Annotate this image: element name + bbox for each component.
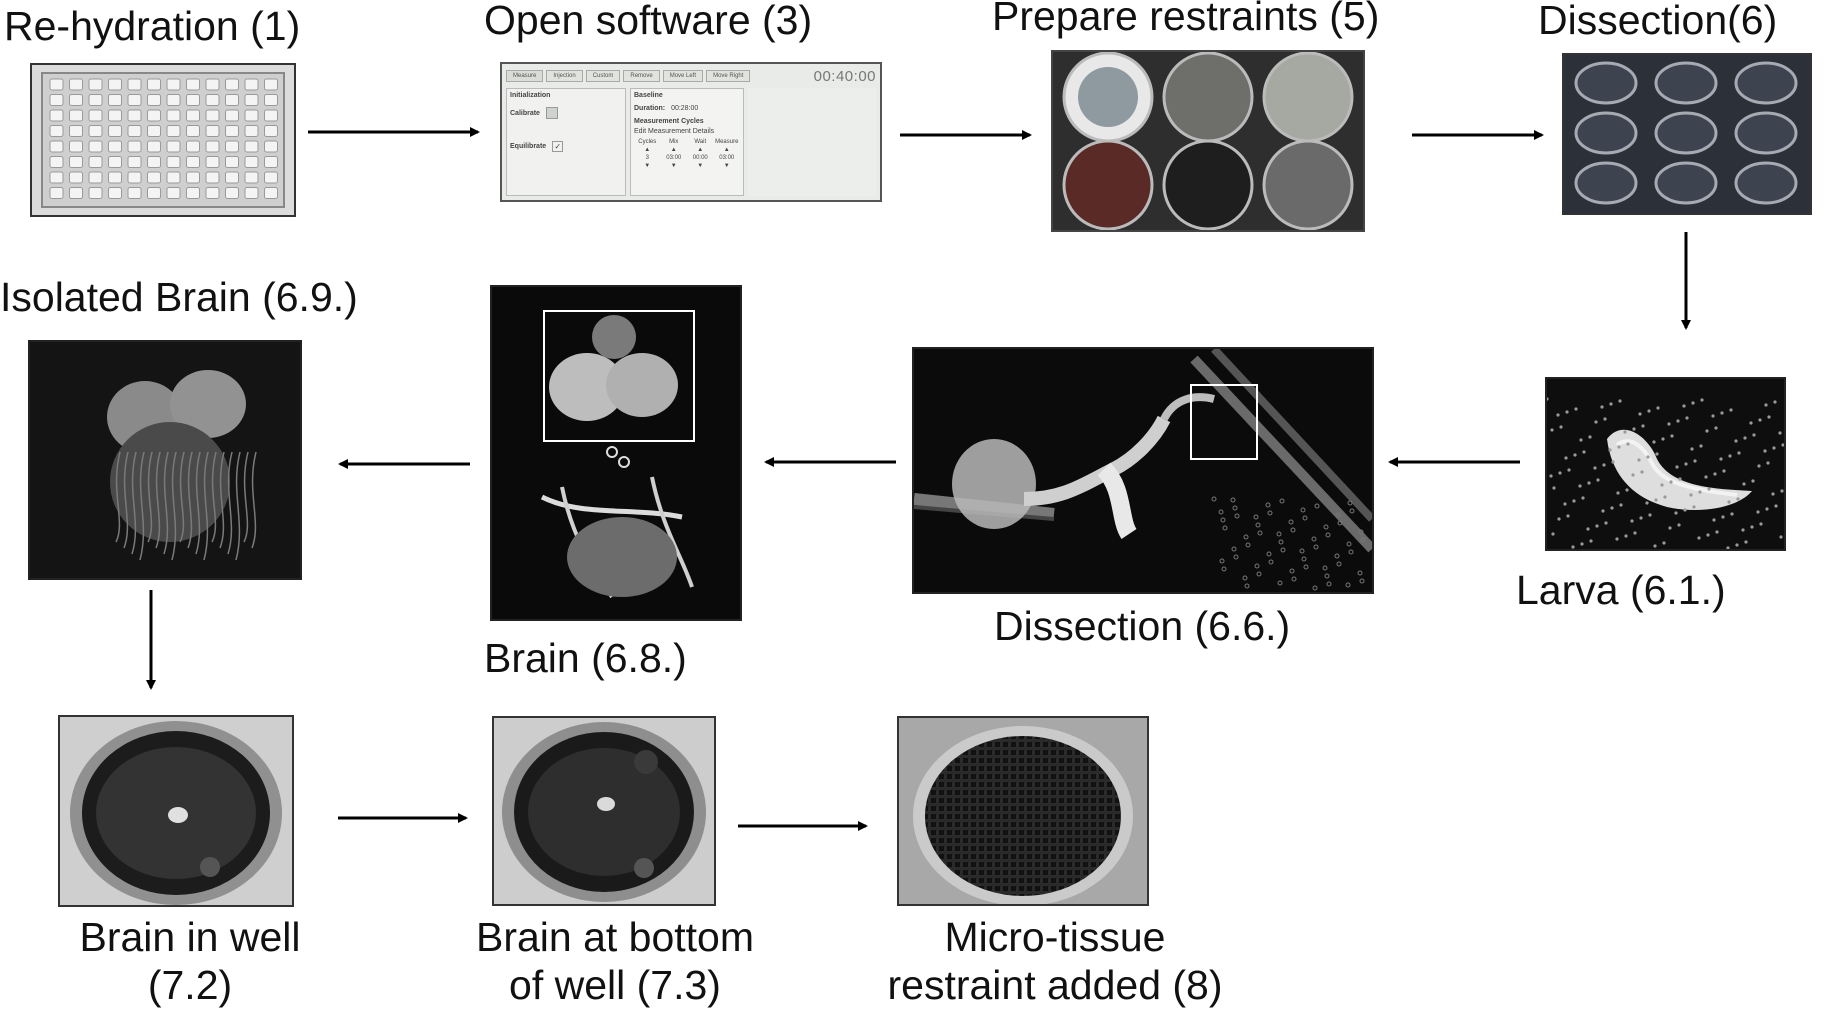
photo-larva — [1545, 377, 1786, 551]
software-duration-label: Duration: — [634, 105, 666, 112]
cycle-header: Measure — [715, 139, 739, 145]
photo-96-well-plate — [30, 63, 296, 217]
cycle-value: 03:00 — [666, 155, 682, 161]
step-label-open-software: Open software (3) — [484, 0, 813, 43]
equilibrate-checkbox[interactable]: ✓ — [552, 141, 564, 152]
cycle-down-button[interactable]: ▼ — [697, 163, 704, 169]
software-tab[interactable]: Measure — [506, 70, 544, 82]
cycle-header: Cycles — [638, 139, 657, 145]
step-label-dissection-6: Dissection(6) — [1538, 0, 1778, 43]
software-baseline: Baseline — [634, 92, 663, 99]
cycle-down-button[interactable]: ▼ — [670, 163, 677, 169]
software-tab[interactable]: Move Left — [662, 70, 704, 82]
step-label-larva: Larva (6.1.) — [1516, 567, 1726, 613]
cycle-header: Wait — [694, 139, 707, 145]
software-cycle-grid: Cycles Mix Wait Measure ▲ ▲ ▲ ▲ 3 03:00 00:00 03:00… — [634, 139, 740, 169]
photo-dissection-dish — [1562, 53, 1812, 215]
step-label-rehydration: Re-hydration (1) — [4, 3, 301, 49]
cycle-up-button[interactable]: ▲ — [670, 147, 677, 153]
photo-brain-6-8 — [490, 285, 742, 621]
brain-in-well-line2: (7.2) — [147, 962, 233, 1008]
calibrate-checkbox[interactable] — [545, 107, 558, 119]
photo-dissection-6-6 — [912, 347, 1374, 594]
step-label-brain-at-bottom: Brain at bottom of well (7.3) — [430, 913, 800, 1009]
cycle-up-button[interactable]: ▲ — [723, 147, 730, 153]
brain-highlight-box — [543, 310, 695, 442]
step-label-brain-in-well: Brain in well (7.2) — [30, 913, 350, 1009]
step-label-isolated-brain: Isolated Brain (6.9.) — [0, 274, 358, 320]
step-label-dissection-66: Dissection (6.6.) — [994, 603, 1291, 649]
software-measurement-cycles: Measurement Cycles — [634, 118, 704, 125]
step-label-restraint-added: Micro-tissue restraint added (8) — [835, 913, 1275, 1009]
software-initialization: Initialization — [510, 92, 551, 99]
software-timer: 00:40:00 — [813, 67, 876, 85]
cycle-up-button[interactable]: ▲ — [644, 147, 651, 153]
dissection-highlight-box — [1190, 384, 1258, 460]
cycle-down-button[interactable]: ▼ — [723, 163, 730, 169]
step-label-brain-68: Brain (6.8.) — [484, 635, 687, 681]
software-right-panel: Baseline Duration: 00:28:00 Measurement … — [630, 88, 744, 196]
cycle-value: 00:00 — [692, 155, 708, 161]
photo-brain-at-bottom — [492, 716, 716, 906]
software-tab[interactable]: Injection — [546, 70, 583, 82]
software-calibrate: Calibrate — [510, 109, 540, 117]
photo-restraint-added — [897, 716, 1149, 906]
restraint-added-line2: restraint added (8) — [887, 962, 1223, 1008]
brain-at-bottom-line1: Brain at bottom — [475, 914, 755, 960]
software-tab[interactable]: Custom — [585, 70, 621, 82]
cycle-header: Mix — [669, 139, 679, 145]
brain-at-bottom-line2: of well (7.3) — [509, 962, 721, 1008]
software-tab[interactable]: Move Right — [706, 70, 751, 82]
cycle-up-button[interactable]: ▲ — [697, 147, 704, 153]
brain-in-well-line1: Brain in well — [79, 914, 301, 960]
cycle-value: 03:00 — [719, 155, 735, 161]
software-tab[interactable]: Remove — [623, 70, 660, 82]
software-duration-value: 00:28:00 — [671, 105, 699, 112]
step-label-prepare-restraints: Prepare restraints (5) — [992, 0, 1380, 39]
cycle-down-button[interactable]: ▼ — [644, 163, 651, 169]
software-edit-details[interactable]: Edit Measurement Details — [634, 128, 715, 135]
photo-brain-in-well — [58, 715, 294, 907]
photo-isolated-brain — [28, 340, 302, 580]
cycle-value: 3 — [645, 155, 649, 161]
software-left-panel: Initialization Calibrate Equilibrate ✓ — [506, 88, 626, 196]
restraint-added-line1: Micro-tissue — [944, 914, 1166, 960]
software-equilibrate: Equilibrate — [510, 143, 547, 150]
photo-6-well-plate — [1051, 50, 1365, 232]
